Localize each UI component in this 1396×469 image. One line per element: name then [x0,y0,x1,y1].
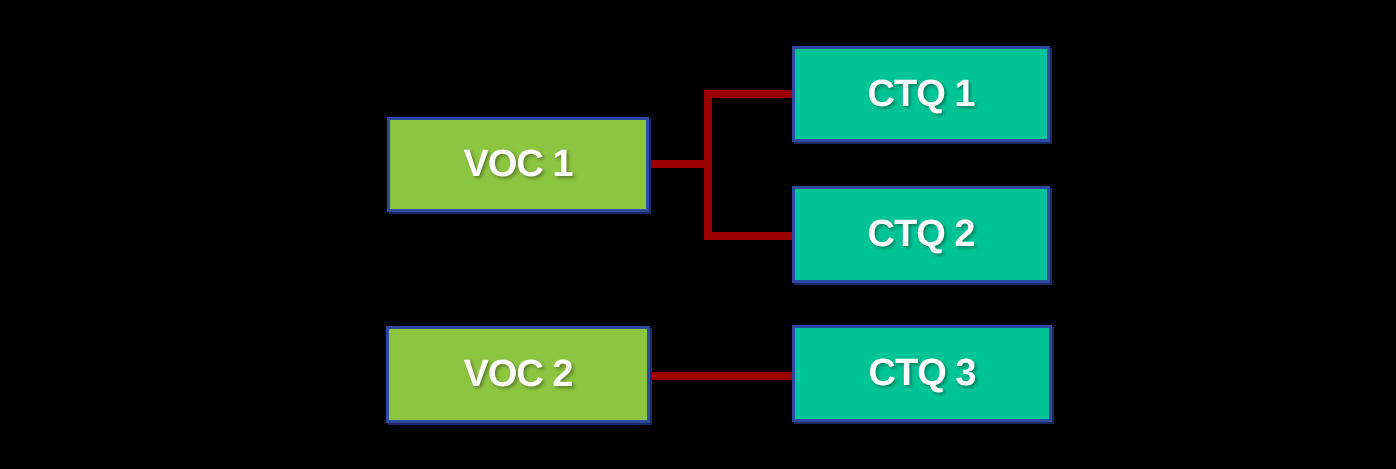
node-voc-2: VOC 2 [386,326,650,423]
node-voc-1: VOC 1 [387,117,649,212]
node-ctq-2-label: CTQ 2 [867,213,976,255]
connector-voc1-to-ctq1 [708,90,793,98]
node-ctq-3: CTQ 3 [792,325,1052,422]
node-ctq-2: CTQ 2 [792,186,1050,283]
connector-voc1-to-ctq2 [708,232,793,240]
connector-voc1-branch-stub [648,160,708,168]
node-ctq-1-label: CTQ 1 [867,72,976,115]
connector-voc2-to-ctq3 [649,372,793,380]
node-ctq-1: CTQ 1 [792,46,1050,142]
node-ctq-3-label: CTQ 3 [868,352,977,394]
connector-voc1-branch-vertical [704,90,712,240]
node-voc-2-label: VOC 2 [463,353,573,395]
node-voc-1-label: VOC 1 [463,143,573,185]
